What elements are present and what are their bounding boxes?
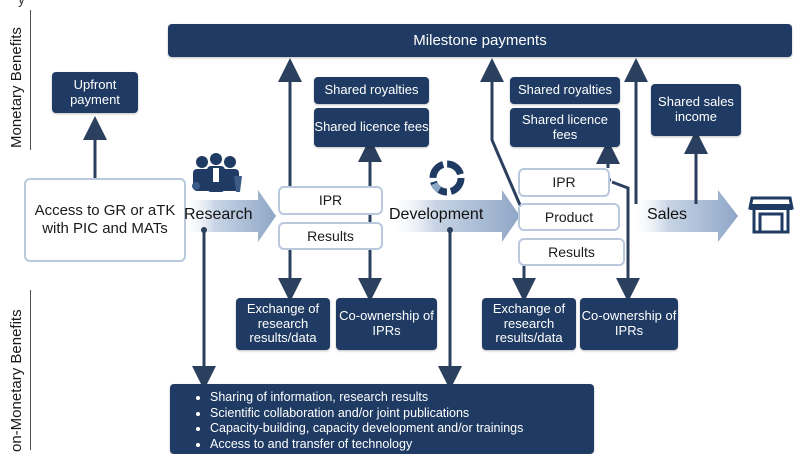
development-coownership-box: Co-ownership of IPRs <box>580 298 678 350</box>
research-results-box: Results <box>278 222 383 250</box>
researchers-icon <box>184 152 248 198</box>
development-label: Development <box>389 206 484 223</box>
development-shared-licence-fees-box: Shared licence fees <box>510 108 620 147</box>
sales-label: Sales <box>647 206 688 223</box>
development-ipr-box: IPR <box>518 168 610 197</box>
milestone-payments-box: Milestone payments <box>168 24 792 57</box>
research-ipr-box: IPR <box>278 186 383 215</box>
top-partial-text: y <box>18 0 25 7</box>
list-item: Access to and transfer of technology <box>210 437 594 453</box>
flow-arrow-sales <box>630 190 738 242</box>
non-monetary-divider <box>30 290 31 450</box>
shared-sales-income-box: Shared sales income <box>651 84 741 136</box>
flow-arrow-development <box>388 190 520 242</box>
research-exchange-box: Exchange of research results/data <box>236 298 330 350</box>
research-label: Research <box>184 206 253 223</box>
list-item: Sharing of information, research results <box>210 390 594 406</box>
list-item: Scientific collaboration and/or joint pu… <box>210 406 594 422</box>
development-product-box: Product <box>518 203 620 231</box>
monetary-divider <box>30 10 31 150</box>
research-coownership-box: Co-ownership of IPRs <box>336 298 437 350</box>
cycle-icon <box>427 158 467 198</box>
store-icon <box>748 194 794 236</box>
research-shared-royalties-box: Shared royalties <box>314 77 429 104</box>
list-item: Capacity-building, capacity development … <box>210 421 594 437</box>
access-box: Access to GR or aTK with PIC and MATs <box>24 178 186 262</box>
development-exchange-box: Exchange of research results/data <box>482 298 576 350</box>
upfront-payment-box: Upfront payment <box>52 72 138 113</box>
research-shared-licence-fees-box: Shared licence fees <box>314 108 429 147</box>
development-results-box: Results <box>518 238 625 266</box>
development-shared-royalties-box: Shared royalties <box>510 77 620 104</box>
non-monetary-benefits-list: Sharing of information, research results… <box>170 384 594 454</box>
